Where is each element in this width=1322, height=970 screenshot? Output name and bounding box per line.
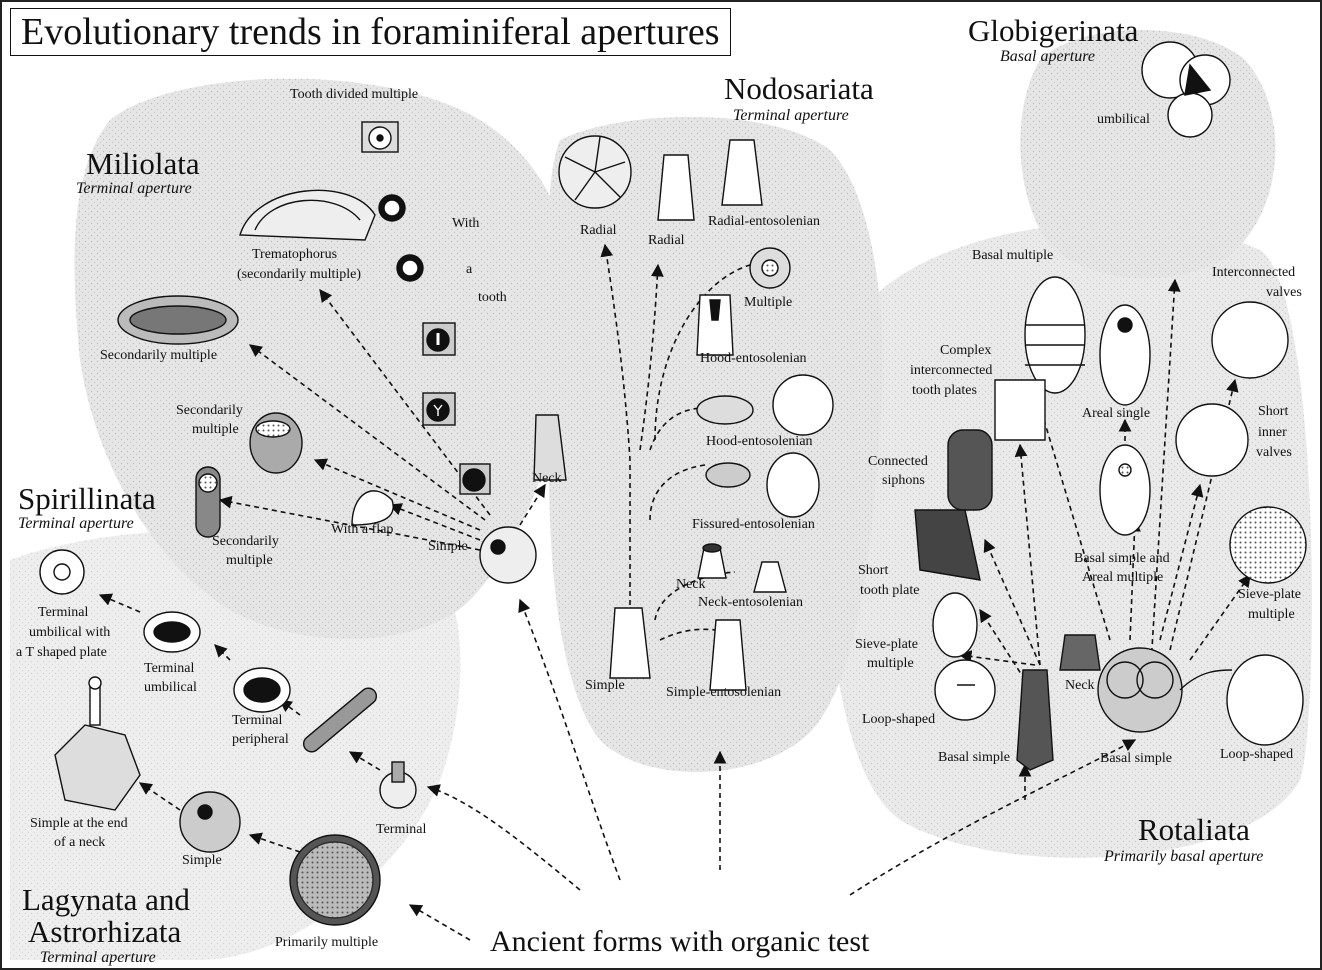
label-complex-2: interconnected [910, 362, 992, 379]
globigerinata-subtitle: Basal aperture [1000, 48, 1095, 66]
miliolata-subtitle: Terminal aperture [76, 180, 192, 198]
label-fissured: Fissured-entosolenian [692, 516, 815, 533]
base-label: Ancient forms with organic test [490, 925, 869, 959]
label-connected-siphons-2: siphons [882, 472, 925, 489]
label-basal-simple-areal-1: Basal simple and [1074, 550, 1170, 567]
label-t-shaped-3: a T shaped plate [16, 644, 107, 661]
label-short-tooth-2: tooth plate [860, 582, 920, 599]
label-terminal-peripheral-2: peripheral [232, 731, 289, 748]
label-terminal-umbilical-1: Terminal [144, 660, 194, 677]
label-sieve-plate-right-2: multiple [1248, 606, 1295, 623]
lagynata-title-line1: Lagynata and [22, 884, 190, 916]
label-tooth-divided: Tooth divided multiple [290, 86, 418, 103]
label-short-inner-2: inner [1258, 424, 1287, 441]
label-terminal-peripheral-1: Terminal [232, 712, 282, 729]
globigerinata-title: Globigerinata [968, 15, 1138, 47]
label-simple-entosolenian: Simple-entosolenian [666, 684, 781, 701]
label-sieve-plate-left-2: multiple [867, 655, 914, 672]
label-loop-right: Loop-shaped [1220, 746, 1293, 763]
label-simple-neck-2: of a neck [54, 834, 105, 851]
spirillinata-subtitle: Terminal aperture [18, 515, 134, 533]
miliolata-title: Miliolata [86, 148, 200, 180]
label-hood-entosolenian-2: Hood-entosolenian [706, 433, 813, 450]
label-connected-siphons-1: Connected [868, 453, 928, 470]
label-terminal-umbilical-2: umbilical [144, 679, 197, 696]
label-miliolata-neck: Neck [532, 470, 562, 487]
label-miliolata-simple: Simple [428, 538, 468, 555]
label-sieve-plate-left-1: Sieve-plate [855, 636, 918, 653]
label-interconnected-1: Interconnected [1212, 264, 1295, 281]
label-t-shaped-2: umbilical with [29, 624, 110, 641]
label-terminal: Terminal [376, 821, 426, 838]
label-radial-2: Radial [648, 232, 685, 249]
label-basal-simple-1: Basal simple [938, 749, 1010, 766]
label-basal-multiple: Basal multiple [972, 247, 1053, 264]
rotaliata-subtitle: Primarily basal aperture [1104, 848, 1263, 866]
lagynata-subtitle: Terminal aperture [40, 949, 156, 967]
label-complex-1: Complex [940, 342, 991, 359]
label-secondarily-multiple-3a: Secondarily [212, 533, 279, 550]
label-short-inner-1: Short [1258, 403, 1288, 420]
nodosariata-subtitle: Terminal aperture [733, 107, 849, 125]
label-secondarily-multiple-2a: Secondarily [176, 402, 243, 419]
label-umbilical: umbilical [1097, 111, 1150, 128]
label-basal-simple-2: Basal simple [1100, 750, 1172, 767]
label-secondarily-multiple-2b: multiple [192, 421, 239, 438]
label-with-a-tooth-3: tooth [478, 290, 507, 306]
lagynata-title-line2: Astrorhizata [28, 916, 181, 948]
label-secondarily-multiple-1: Secondarily multiple [100, 347, 217, 364]
label-hood-entosolenian-1: Hood-entosolenian [700, 350, 807, 367]
label-short-inner-3: valves [1256, 444, 1292, 461]
diagram-title: Evolutionary trends in foraminiferal ape… [10, 8, 731, 56]
label-basal-simple-areal-2: Areal multiple [1082, 569, 1163, 586]
label-multiple: Multiple [744, 294, 792, 311]
label-t-shaped-1: Terminal [38, 604, 88, 621]
label-interconnected-2: valves [1266, 284, 1302, 301]
label-nodosariata-neck: Neck [676, 576, 706, 593]
nodosariata-title: Nodosariata [724, 73, 874, 105]
label-with-a-tooth-1: With [452, 216, 479, 232]
label-radial-entosolenian: Radial-entosolenian [708, 213, 820, 230]
spirillinata-title: Spirillinata [18, 483, 156, 515]
label-lagynata-simple: Simple [182, 852, 222, 869]
label-nodosariata-simple: Simple [585, 677, 625, 694]
label-secondarily-multiple-3b: multiple [226, 552, 273, 569]
label-sieve-plate-right-1: Sieve-plate [1238, 586, 1301, 603]
label-trematophorus: Trematophorus [252, 246, 337, 263]
label-radial-1: Radial [580, 222, 617, 239]
label-with-a-tooth-2: a [466, 262, 472, 278]
label-neck-entosolenian: Neck-entosolenian [698, 594, 803, 611]
label-loop-left: Loop-shaped [862, 711, 935, 728]
label-trematophorus-2: (secondarily multiple) [237, 266, 361, 283]
label-areal-single: Areal single [1082, 405, 1150, 422]
label-with-flap: With a flap [331, 521, 393, 538]
label-rotaliata-neck: Neck [1065, 677, 1095, 694]
rotaliata-title: Rotaliata [1138, 814, 1250, 846]
label-complex-3: tooth plates [912, 382, 977, 399]
label-primarily-multiple: Primarily multiple [275, 934, 378, 951]
label-simple-neck-1: Simple at the end [30, 815, 128, 832]
label-short-tooth-1: Short [858, 562, 888, 579]
